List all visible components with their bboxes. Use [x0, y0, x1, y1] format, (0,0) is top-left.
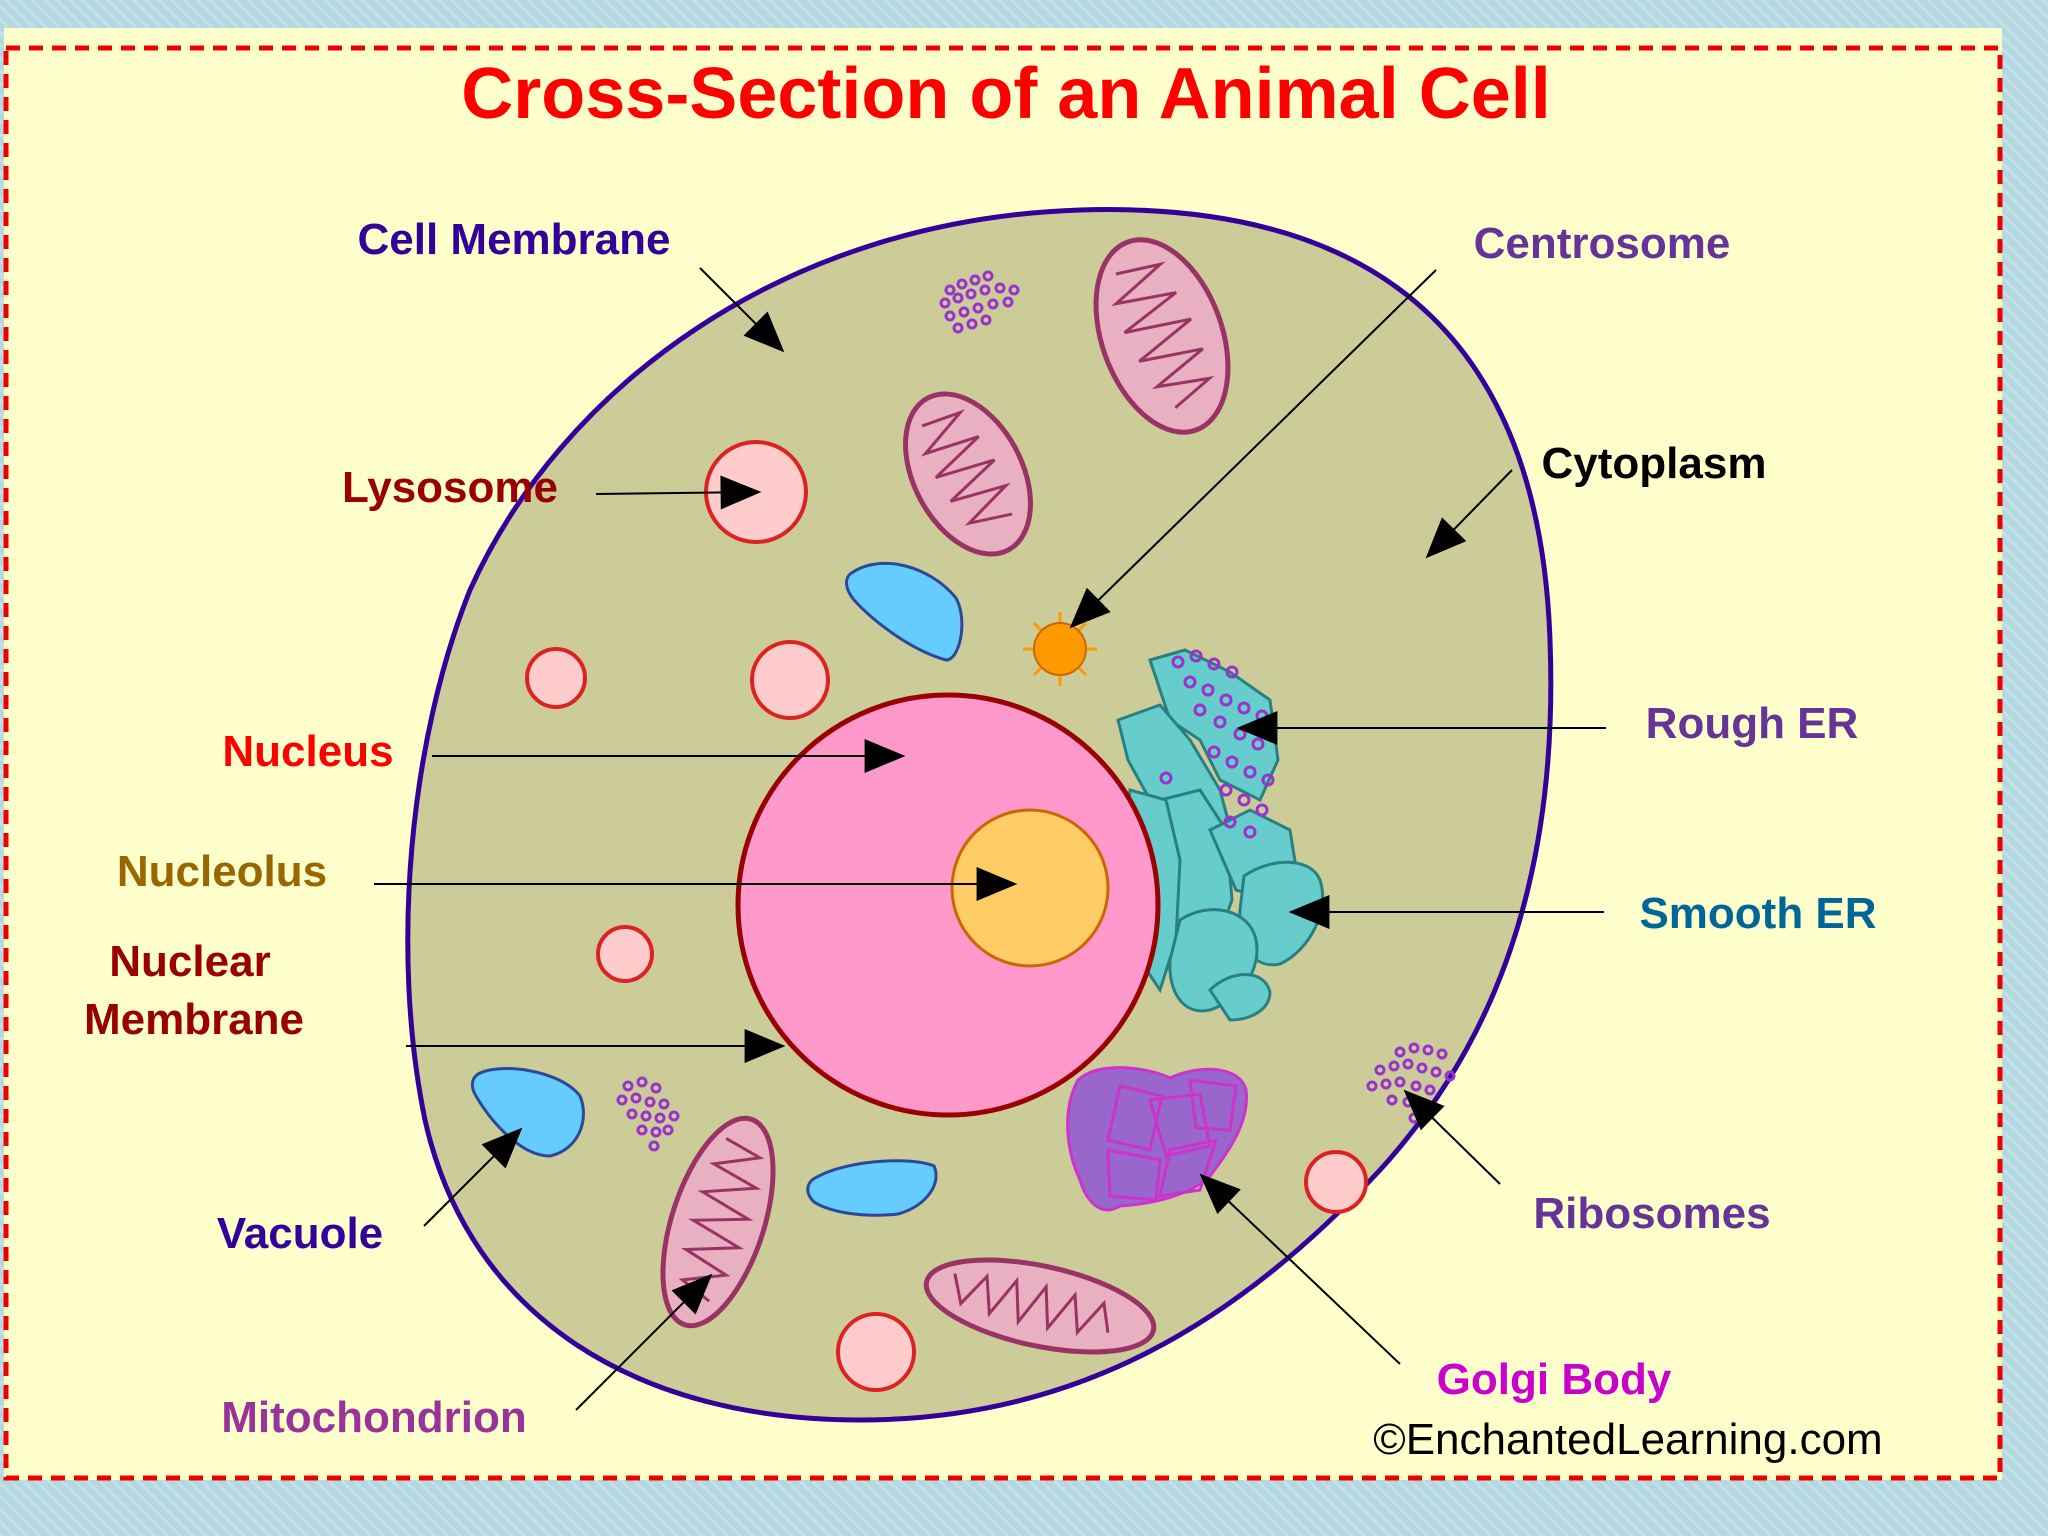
label-nucleus: Nucleus: [222, 727, 393, 776]
label-golgi-body: Golgi Body: [1437, 1355, 1672, 1404]
label-cytoplasm: Cytoplasm: [1542, 439, 1767, 488]
label-smooth-er: Smooth ER: [1639, 889, 1876, 938]
label-nuclear-membrane-line2: Membrane: [84, 995, 304, 1044]
diagram-title: Cross-Section of an Animal Cell: [461, 54, 1551, 134]
copyright-credit: ©EnchantedLearning.com: [1373, 1415, 1882, 1464]
lysosome-shape: [752, 642, 828, 718]
label-vacuole: Vacuole: [217, 1209, 383, 1258]
lysosome-shape: [1306, 1152, 1366, 1212]
lysosome-shape: [598, 927, 652, 981]
label-mitochondrion: Mitochondrion: [221, 1393, 527, 1442]
lysosome-shape: [527, 649, 585, 707]
lysosome-shape: [838, 1314, 914, 1390]
label-cell-membrane: Cell Membrane: [358, 215, 671, 264]
label-nuclear-membrane-line1: Nuclear: [109, 937, 270, 986]
label-nucleolus: Nucleolus: [117, 847, 327, 896]
centrosome-shape: [1023, 612, 1097, 686]
label-rough-er: Rough ER: [1646, 699, 1859, 748]
nucleolus-shape: [952, 810, 1108, 966]
label-lysosome: Lysosome: [342, 463, 558, 512]
label-centrosome: Centrosome: [1474, 219, 1731, 268]
label-ribosomes: Ribosomes: [1533, 1189, 1770, 1238]
